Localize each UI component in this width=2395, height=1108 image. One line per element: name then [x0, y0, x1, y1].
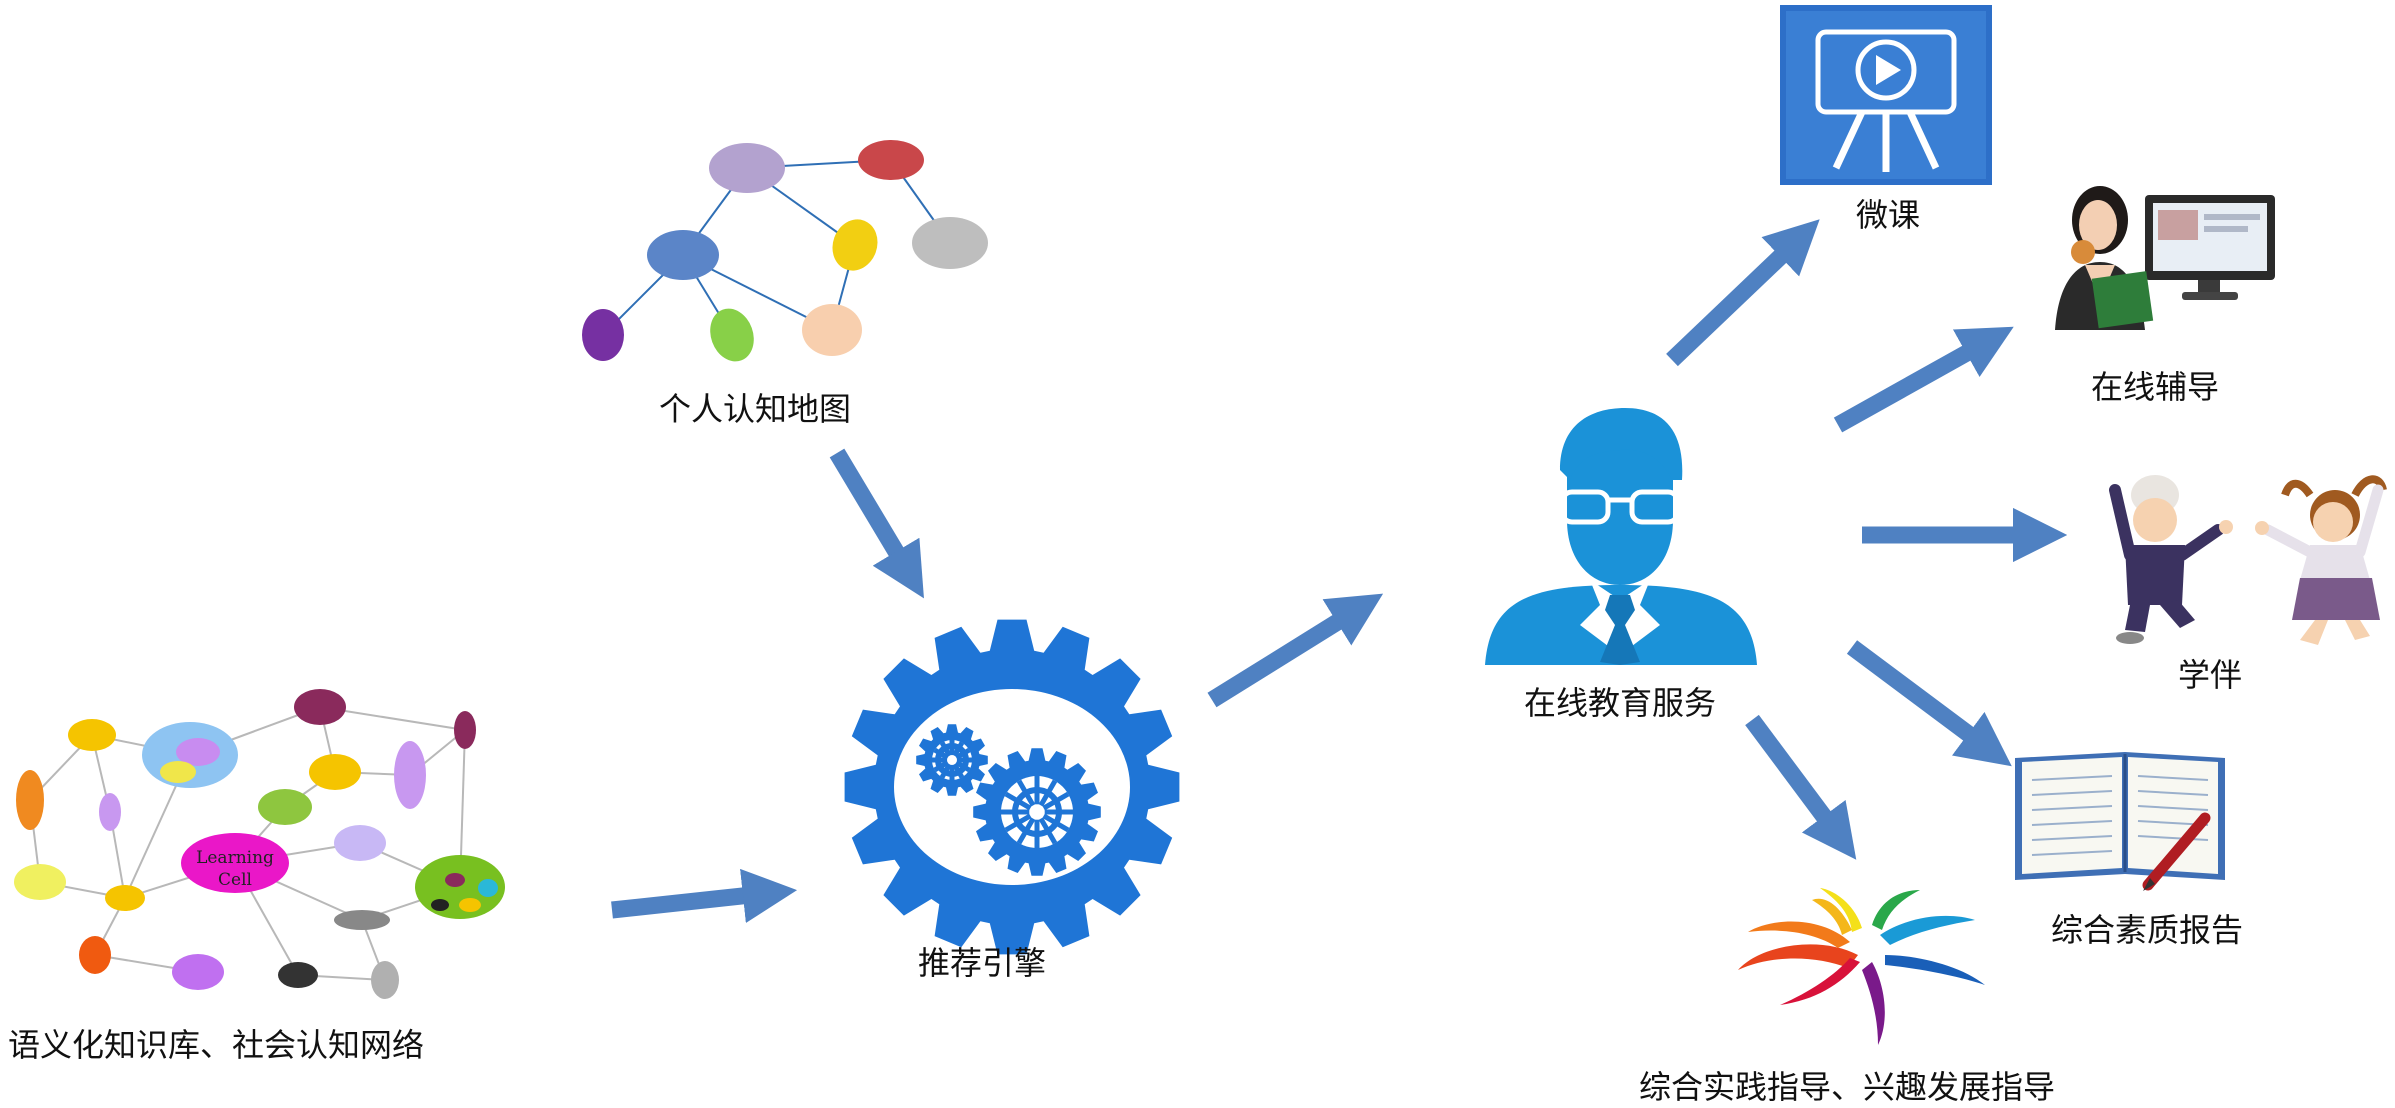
arrow-to-report [1846, 640, 2012, 767]
study-buddy-kids-icon [2109, 475, 2387, 645]
tutoring-label: 在线辅导 [2090, 368, 2220, 406]
smallgear2-spoke [1042, 813, 1070, 833]
smallgear2-spoke [1004, 791, 1032, 811]
network-graph-icon: Learning Cell [14, 688, 505, 1003]
video-presentation-icon [1780, 5, 1992, 185]
quality-report-label: 综合素质报告 [2050, 911, 2244, 949]
learning-cell-line1: Learning [196, 848, 274, 868]
smallgear1-spoke [933, 747, 950, 760]
smallgear2-spoke [1016, 779, 1036, 807]
teacher-avatar-icon [1485, 408, 1757, 665]
smallgear1-spoke [952, 762, 965, 779]
arrow-engine-to-service [1207, 593, 1384, 708]
arrow-kb-to-engine [611, 868, 798, 923]
smallgear2-spoke [1042, 791, 1070, 811]
smallgear1-spoke [954, 760, 971, 773]
concept-map-icon [582, 140, 988, 362]
gears-icon [844, 619, 1180, 955]
smallgear1-spoke [933, 760, 950, 773]
service-label: 在线教育服务 [1523, 684, 1717, 722]
companion-label: 学伴 [2177, 656, 2243, 694]
cognitive-map-label: 个人认知地图 [658, 390, 852, 428]
knowledge-base-label: 语义化知识库、社会认知网络 [8, 1026, 425, 1064]
small-gear [916, 724, 988, 796]
arrow-map-to-engine [829, 448, 924, 599]
practice-guidance-label: 综合实践指导、兴趣发展指导 [1638, 1068, 2056, 1106]
smallgear2-spoke [1038, 779, 1058, 807]
colorful-starburst-icon [1738, 888, 1985, 1045]
smallgear2-spoke [1038, 817, 1058, 845]
arrow-to-micro-course [1666, 219, 1820, 367]
smallgear1-spoke [954, 747, 971, 760]
smallgear2-hole [1001, 776, 1073, 848]
open-notebook-icon [2015, 752, 2225, 891]
flow-arrows [611, 219, 2068, 923]
smallgear2-spoke [1016, 817, 1036, 845]
smallgear2-spoke [1004, 813, 1032, 833]
smallgear1-spoke [939, 741, 952, 758]
online-tutor-icon [2055, 186, 2275, 330]
micro-course-label: 微课 [1855, 196, 1921, 234]
smallgear1-spoke [939, 762, 952, 779]
engine-label: 推荐引擎 [917, 944, 1047, 982]
smallgear1-spoke [952, 741, 965, 758]
learning-cell-line2: Cell [218, 870, 252, 890]
arrow-to-tutoring [1833, 326, 2014, 433]
medium-gear [973, 748, 1101, 876]
arrow-to-practice [1745, 714, 1857, 860]
